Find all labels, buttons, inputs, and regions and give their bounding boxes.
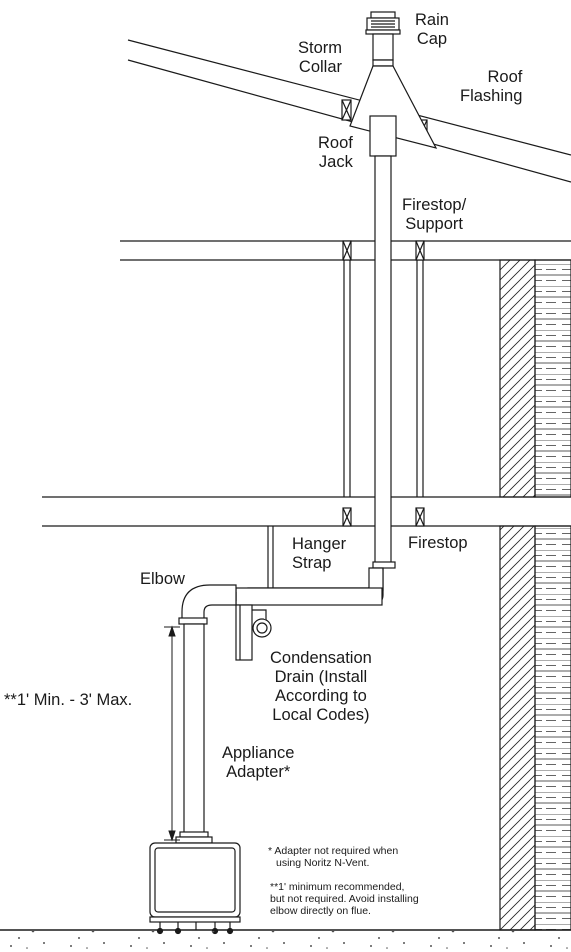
lower-ceiling xyxy=(42,496,571,527)
upper-ceiling xyxy=(120,240,571,497)
roof-jack-icon xyxy=(369,115,397,157)
condensation-tee xyxy=(235,604,272,661)
brick-wall xyxy=(499,259,571,931)
hanger-strap xyxy=(267,526,274,598)
horizontal-vent-pipe xyxy=(235,587,383,606)
ground-floor xyxy=(0,929,571,952)
rain-cap-icon xyxy=(365,11,401,61)
firestop-label: Firestop xyxy=(408,534,468,552)
lower-vent-pipe xyxy=(175,623,213,844)
minimum-footnote: **1' minimum recommended, but not requir… xyxy=(270,881,419,917)
adapter-footnote: * Adapter not required when using Noritz… xyxy=(268,845,399,869)
elbow-icon xyxy=(178,584,237,625)
elbow-label: Elbow xyxy=(140,570,185,588)
water-heater-icon xyxy=(149,842,241,935)
firestop-support-label: Firestop/Support xyxy=(402,196,467,233)
condensation-drain-label: Condensation Drain (Install According to… xyxy=(270,649,372,724)
min-max-dimension xyxy=(164,625,180,842)
min-max-label: **1' Min. - 3' Max. xyxy=(4,691,133,709)
